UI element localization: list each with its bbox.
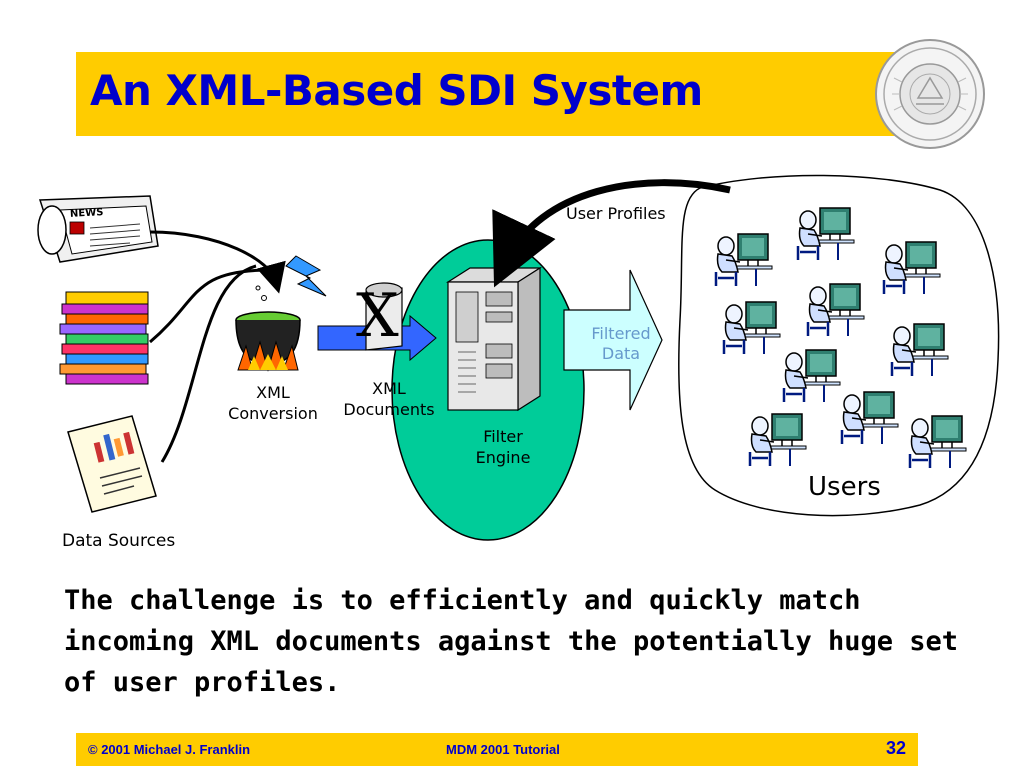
chart-document-icon	[67, 415, 157, 513]
xml-documents-line2: Documents	[343, 400, 435, 419]
slide-description: The challenge is to efficiently and quic…	[64, 585, 959, 698]
data-sources-label: Data Sources	[62, 531, 176, 551]
xml-glyph: X	[356, 281, 399, 351]
filter-engine-line2: Engine	[475, 448, 531, 467]
slide-title: An XML-Based SDI System	[90, 66, 703, 115]
footer-event: MDM 2001 Tutorial	[446, 742, 560, 757]
users-label: Users	[808, 472, 881, 502]
title-bar	[76, 52, 918, 136]
filter-engine-label: Filter Engine	[448, 426, 558, 468]
university-seal-icon	[875, 39, 985, 149]
filtered-data-arrow	[563, 269, 663, 411]
filtered-data-line1: Filtered	[591, 324, 651, 343]
page-number: 32	[885, 738, 906, 758]
sdi-diagram	[37, 174, 1000, 541]
filtered-data-line2: Data	[601, 344, 641, 363]
filter-engine-line1: Filter	[483, 427, 523, 446]
newspaper-masthead: NEWS	[69, 207, 104, 220]
footer-bar	[76, 733, 918, 766]
document-stack-icon	[59, 291, 149, 385]
user-profiles-arrow	[492, 179, 731, 288]
lightning-icon	[285, 255, 327, 297]
user-profiles-label: User Profiles	[566, 204, 666, 223]
newspaper-icon	[37, 195, 159, 263]
xml-documents-line1: XML	[372, 379, 406, 398]
xml-scroll-icon	[365, 282, 403, 351]
xml-conversion-line2: Conversion	[228, 404, 318, 423]
xml-conversion-line1: XML	[256, 383, 290, 402]
filtered-data-label: Filtered Data	[566, 324, 676, 364]
xml-documents-label: XML Documents	[334, 378, 444, 420]
xml-conversion-label: XML Conversion	[218, 382, 328, 424]
server-icon	[445, 266, 543, 412]
cauldron-icon	[235, 285, 301, 372]
footer-copyright: © 2001 Michael J. Franklin	[88, 742, 251, 757]
